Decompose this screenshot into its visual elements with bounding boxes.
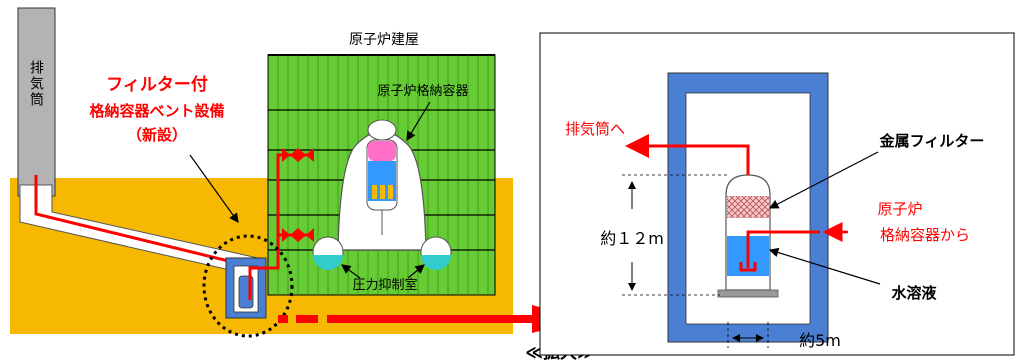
exhaust-stack-label: 排気筒: [28, 60, 44, 108]
left-panel: 原子炉建屋 排気筒: [10, 7, 513, 338]
filter-vent-title-line2: 格納容器ベント設備: [89, 102, 224, 120]
suppression-chamber-label: 圧力抑制室: [352, 277, 417, 293]
filter-vent-new-tag: （新設）: [127, 126, 187, 144]
width-dimension-label: 約5m: [799, 331, 841, 350]
enlarge-highlight-circle: [202, 234, 294, 338]
metal-filter-label: 金属フィルター: [879, 132, 985, 150]
to-stack-label: 排気筒へ: [565, 120, 625, 138]
containment-label: 原子炉格納容器: [377, 83, 468, 99]
inlet-line: [746, 230, 820, 268]
containment-vessel: [312, 119, 452, 270]
isolation-valve-icon: [282, 148, 314, 242]
exhaust-stack: [17, 7, 56, 197]
filter-vent-title-line1: フィルター付: [106, 74, 208, 95]
height-dimension-label: 約１２m: [600, 229, 664, 248]
outlet-line: [625, 134, 750, 175]
filter-vessel: [717, 174, 779, 298]
right-panel: 約１２m 約5m 排気筒へ 金属フィルター 原子炉 格納容器から 水溶液: [539, 32, 1015, 356]
from-containment-line1: 原子炉: [877, 200, 922, 218]
from-containment-line2: 格納容器から: [880, 226, 970, 244]
solution-label: 水溶液: [891, 284, 937, 302]
metal-filter-element: [727, 196, 769, 218]
reactor-building-label: 原子炉建屋: [349, 32, 419, 48]
